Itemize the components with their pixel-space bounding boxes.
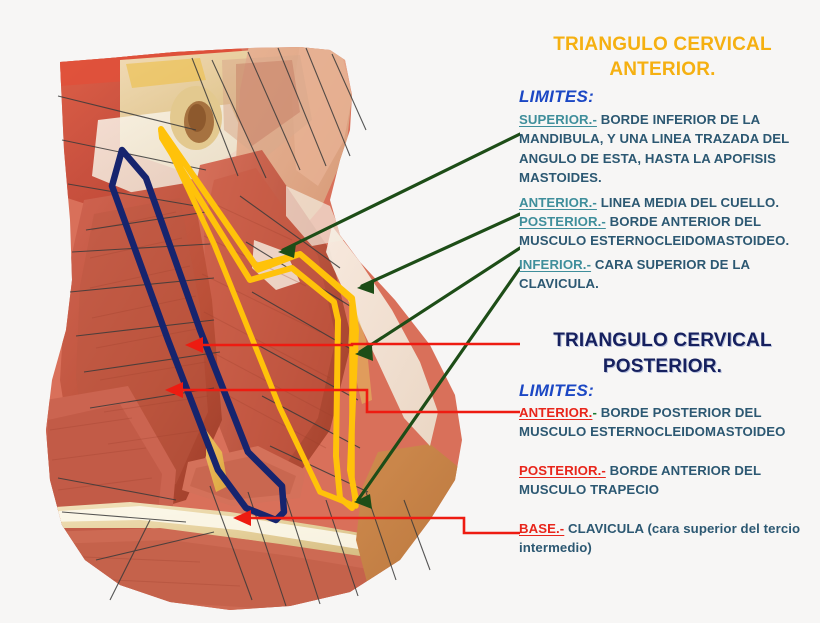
anterior-limites-label: LIMITES:	[519, 87, 595, 106]
posterior-title-line2: POSTERIOR.	[602, 356, 723, 377]
posterior-triangle-outline	[108, 146, 288, 524]
anterior-title-line1: TRIANGULO CERVICAL	[553, 34, 772, 55]
anterior-limit-anterior-label: ANTERIOR.-	[519, 195, 597, 210]
anterior-triangle-title: TRIANGULO CERVICAL ANTERIOR.	[505, 32, 820, 82]
posterior-limit-posterior: POSTERIOR.- BORDE ANTERIOR DEL MUSCULO T…	[519, 461, 819, 500]
anterior-limit-inferior-label: INFERIOR.-	[519, 257, 592, 272]
red-arrowheads	[165, 337, 251, 526]
anterior-triangle-outline-stroke	[158, 126, 359, 509]
posterior-limit-posterior-label: POSTERIOR.-	[519, 463, 606, 478]
posterior-limites-label: LIMITES:	[519, 381, 595, 400]
posterior-title-line1: TRIANGULO CERVICAL	[553, 330, 772, 351]
anterior-limit-inferior: INFERIOR.- CARA SUPERIOR DE LA CLAVICULA…	[519, 255, 819, 294]
anterior-limit-superior-text: BORDE INFERIOR DE LA MANDIBULA, Y UNA LI…	[519, 112, 790, 186]
anterior-limit-superior-label: SUPERIOR.-	[519, 112, 597, 127]
anterior-title-line2: ANTERIOR.	[609, 59, 716, 80]
green-arrowheads	[278, 244, 374, 509]
posterior-limit-posterior-text: BORDE ANTERIOR DEL MUSCULO TRAPECIO	[519, 463, 761, 498]
anterior-limit-inferior-text: CARA SUPERIOR DE LA CLAVICULA.	[519, 257, 750, 292]
posterior-limit-anterior: ANTERIOR.- BORDE POSTERIOR DEL MUSCULO E…	[519, 403, 819, 442]
posterior-triangle-title: TRIANGULO CERVICAL POSTERIOR.	[505, 328, 820, 380]
anterior-limit-posterior-text: BORDE ANTERIOR DEL MUSCULO ESTERNOCLEIDO…	[519, 214, 790, 249]
anterior-limit-posterior: POSTERIOR.- BORDE ANTERIOR DEL MUSCULO E…	[519, 212, 819, 251]
posterior-limit-base-text: CLAVICULA (cara superior del tercio inte…	[519, 521, 801, 556]
anterior-limit-anterior-text: LINEA MEDIA DEL CUELLO.	[596, 195, 780, 210]
anterior-limit-superior: SUPERIOR.- BORDE INFERIOR DE LA MANDIBUL…	[519, 110, 819, 188]
anterior-limit-anterior: ANTERIOR.- LINEA MEDIA DEL CUELLO.	[519, 193, 819, 212]
posterior-limit-anterior-label: ANTERIOR.	[519, 405, 593, 420]
red-pointer-arrows	[168, 342, 520, 535]
green-pointer-arrows	[281, 132, 520, 502]
posterior-limit-base: BASE.- CLAVICULA (cara superior del terc…	[519, 519, 819, 558]
anterior-triangle-outline-left	[158, 128, 353, 507]
anterior-limit-posterior-label: POSTERIOR.-	[519, 214, 606, 229]
anatomy-illustration	[46, 47, 520, 610]
posterior-limit-anterior-dash: -	[592, 405, 597, 420]
text-column: TRIANGULO CERVICAL ANTERIOR. LIMITES: SU…	[505, 0, 820, 623]
posterior-limit-base-label: BASE.-	[519, 521, 565, 536]
posterior-limit-anterior-text: BORDE POSTERIOR DEL MUSCULO ESTERNOCLEID…	[519, 405, 786, 440]
